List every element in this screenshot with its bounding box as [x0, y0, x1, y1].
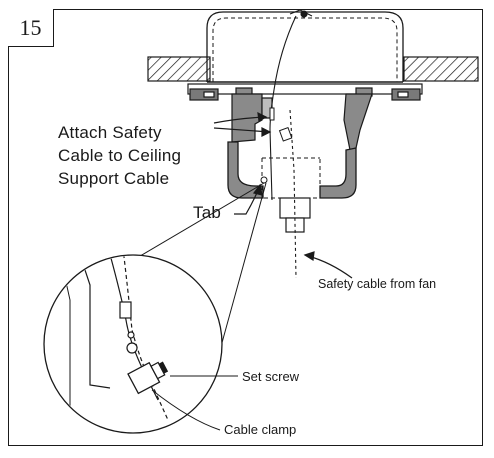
downrod — [279, 197, 311, 233]
ceiling-support-cable — [269, 9, 313, 201]
tab-mark — [260, 176, 268, 184]
label-cable-clamp: Cable clamp — [224, 422, 297, 437]
step-number: 15 — [8, 9, 54, 47]
tab-leader-arrow — [234, 183, 263, 215]
fan-housing — [227, 141, 357, 199]
mounting-bracket — [187, 83, 423, 101]
label-attach-line3: Support Cable — [58, 169, 170, 188]
label-set-screw: Set screw — [242, 369, 300, 384]
detail-circle — [43, 254, 223, 434]
ceiling-joist-right — [403, 56, 479, 82]
safety-cable-dashed — [289, 109, 297, 279]
cable-clamp-small — [269, 107, 293, 142]
label-attach-line2: Cable to Ceiling — [58, 146, 182, 165]
detail-leaders — [151, 375, 238, 431]
safety-cable-leader-arrow — [303, 251, 353, 279]
canopy-right-wall — [343, 93, 373, 151]
ceiling-joist-left — [147, 56, 211, 82]
label-attach-line1: Attach Safety — [58, 123, 162, 142]
outlet-box — [206, 11, 404, 83]
label-safety-cable-from-fan: Safety cable from fan — [318, 277, 437, 291]
attach-leader-arrows — [213, 111, 272, 137]
zoom-lines — [129, 182, 267, 351]
label-tab: Tab — [193, 203, 222, 222]
